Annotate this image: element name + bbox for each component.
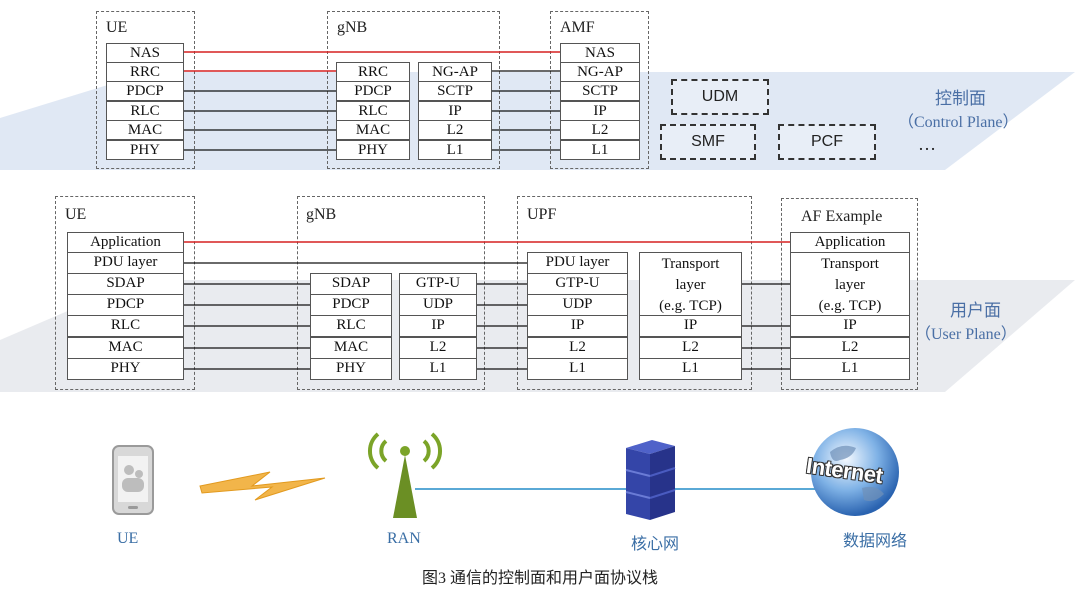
up-upf-transport-line1: Transport (661, 256, 720, 272)
cp-gnb-title: gNB (337, 19, 368, 36)
up-upf-ip-right: IP (639, 315, 742, 337)
label-ran: RAN (387, 530, 421, 547)
nf-udm: UDM (671, 79, 769, 115)
up-upf-l1: L1 (527, 358, 628, 380)
up-af-transport-line1: Transport (821, 256, 879, 272)
up-gnb-udp: UDP (399, 294, 477, 316)
phone-icon (112, 445, 154, 515)
cp-ue-node (96, 11, 195, 169)
cp-amf-l2: L2 (560, 120, 640, 140)
cp-amf-ngap: NG-AP (560, 62, 640, 82)
cp-amf-title: AMF (560, 19, 595, 36)
control-plane-surface (0, 72, 1075, 170)
up-af-application: Application (790, 232, 910, 253)
up-upf-transport-line2: layer (675, 277, 706, 293)
up-af-ip: IP (790, 315, 910, 337)
globe-icon (811, 428, 899, 516)
antenna-icon (367, 432, 443, 518)
cp-ue-pdcp: PDCP (106, 81, 184, 101)
nf-smf: SMF (660, 124, 756, 160)
up-upf-l1-right: L1 (639, 358, 742, 380)
cp-gnb-mac: MAC (336, 120, 410, 140)
cp-ue-mac: MAC (106, 120, 184, 140)
up-gnb-ip: IP (399, 315, 477, 337)
cp-amf-l1: L1 (560, 140, 640, 160)
up-af-l1: L1 (790, 358, 910, 380)
cp-gnb-pdcp: PDCP (336, 81, 410, 101)
up-gnb-l1: L1 (399, 358, 477, 380)
cp-amf-sctp: SCTP (560, 81, 640, 101)
cp-gnb-l1: L1 (418, 140, 492, 160)
up-af-title: AF Example (801, 208, 883, 225)
cp-gnb-phy: PHY (336, 140, 410, 160)
up-ue-rlc: RLC (67, 315, 184, 337)
up-ue-phy: PHY (67, 358, 184, 380)
server-icon (625, 440, 676, 520)
label-ue: UE (117, 530, 139, 547)
up-af-transport-line3: (e.g. TCP) (818, 298, 882, 314)
label-core: 核心网 (631, 536, 680, 553)
up-gnb-rlc: RLC (310, 315, 392, 337)
up-gnb-l2: L2 (399, 337, 477, 359)
wireless-link-icon (199, 471, 326, 501)
up-upf-transport-line3: (e.g. TCP) (659, 298, 722, 314)
up-gnb-node (297, 196, 485, 390)
cp-ue-title: UE (106, 19, 128, 36)
nf-pcf: PCF (778, 124, 876, 160)
up-upf-title: UPF (527, 206, 557, 223)
cp-label-en: （Control Plane） (898, 114, 1019, 131)
up-gnb-mac: MAC (310, 337, 392, 359)
cp-ellipsis: … (918, 134, 936, 154)
up-upf-gtpu: GTP-U (527, 273, 628, 295)
cp-gnb-sctp: SCTP (418, 81, 492, 101)
cp-gnb-node (327, 11, 500, 169)
up-gnb-title: gNB (306, 206, 337, 223)
up-gnb-sdap: SDAP (310, 273, 392, 295)
cp-gnb-l2: L2 (418, 120, 492, 140)
label-data-network: 数据网络 (843, 533, 908, 550)
up-af-transport: Transport layer (e.g. TCP) (790, 252, 910, 316)
up-gnb-phy: PHY (310, 358, 392, 380)
cp-amf-node (550, 11, 649, 169)
up-af-node (781, 198, 918, 390)
cp-amf-nas: NAS (560, 43, 640, 63)
up-ue-title: UE (65, 206, 87, 223)
cp-amf-ip: IP (560, 101, 640, 121)
up-label-cn: 用户面 (950, 301, 1001, 320)
up-upf-node (517, 196, 752, 390)
up-upf-transport: Transport layer (e.g. TCP) (639, 252, 742, 316)
up-af-transport-line2: layer (835, 277, 865, 293)
figure-caption: 图3 通信的控制面和用户面协议栈 (421, 570, 658, 587)
up-ue-node (55, 196, 195, 390)
cp-label-cn: 控制面 (935, 89, 986, 108)
cp-ue-phy: PHY (106, 140, 184, 160)
up-ue-pdu: PDU layer (67, 252, 184, 274)
up-upf-ip: IP (527, 315, 628, 337)
up-label-en: （User Plane） (915, 326, 1017, 343)
